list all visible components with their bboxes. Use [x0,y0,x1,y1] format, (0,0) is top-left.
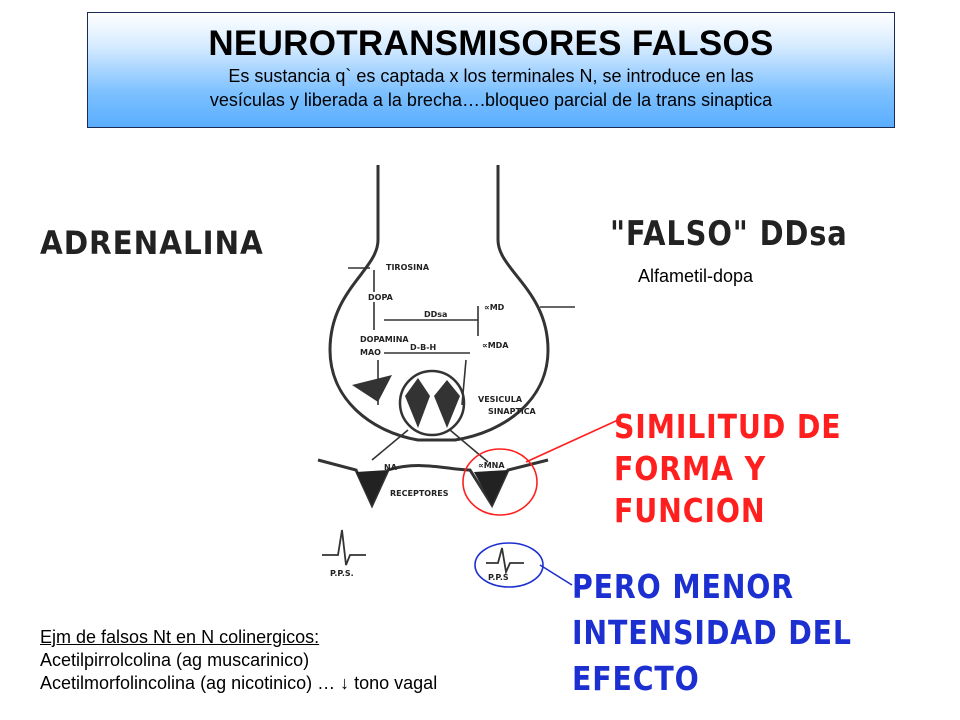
receptor-right [474,470,508,505]
similitud-note: SIMILITUD DE FORMA Y FUNCION [614,406,912,532]
menor-note-line1: PERO MENOR [572,567,795,606]
label-pps-left: P.P.S. [330,569,354,578]
label-ddsa: DDsa [424,310,447,319]
label-receptores: RECEPTORES [390,489,449,498]
label-dopamina: DOPAMINA [360,335,409,344]
similitud-note-line1: SIMILITUD DE FORMA Y [614,407,842,488]
examples-line1: Acetilpirrolcolina (ag muscarinico) [40,650,310,670]
postsynaptic-membrane [317,458,549,509]
label-amd: ∝MD [484,303,505,312]
label-vesicula: VESICULA [478,395,523,404]
title-subtitle-line2: vesículas y liberada a la brecha….bloque… [209,90,773,110]
label-dopa: DOPA [368,293,394,302]
title-box: NEUROTRANSMISORES FALSOS Es sustancia q`… [87,12,895,128]
menor-note-line2: INTENSIDAD DEL [572,613,852,652]
red-highlight-circle [462,448,538,516]
pps-trace-right [486,547,524,576]
examples-line2: Acetilmorfolincolina (ag nicotinico) … ↓… [40,673,438,693]
label-tirosina: TIROSINA [386,263,430,272]
vesicle-molecule-1 [405,378,430,428]
pps-trace-left [322,529,366,566]
label-sinaptica: SINAPTiCA [488,407,537,416]
receptor-left [356,470,388,505]
vesicle [398,369,466,437]
neuron-terminal-outline [328,165,550,442]
examples-heading: Ejm de falsos Nt en N colinergicos: [40,627,320,647]
menor-note-line3: EFECTO [572,659,700,698]
label-dbh: D-B-H [410,343,436,352]
blue-highlight-circle [474,542,544,588]
similitud-note-line2: FUNCION [614,491,766,530]
title-subtitle-line1: Es sustancia q` es captada x los termina… [228,66,754,86]
red-pointer-line [525,419,619,463]
mao-triangle [352,375,392,402]
label-amda: ∝MDA [482,341,509,350]
blue-pointer-line [539,564,573,586]
page-title: NEUROTRANSMISORES FALSOS [208,24,774,63]
menor-intensidad-note: PERO MENOR INTENSIDAD DEL EFECTO [572,564,852,702]
alfametil-dopa-label: Alfametil-dopa [638,266,754,286]
label-mao: MAO [360,348,381,357]
adrenalina-label: ADRENALINA [40,224,264,262]
falso-ddsa-label: "FALSO" DDsa [610,214,848,254]
examples-block: Ejm de falsos Nt en N colinergicos: Acet… [40,626,437,695]
label-amna: ∝MNA [478,461,505,470]
vesicle-molecule-2 [434,380,460,428]
label-pps-right: P.P.S [488,573,509,582]
label-na: NA [384,463,398,472]
